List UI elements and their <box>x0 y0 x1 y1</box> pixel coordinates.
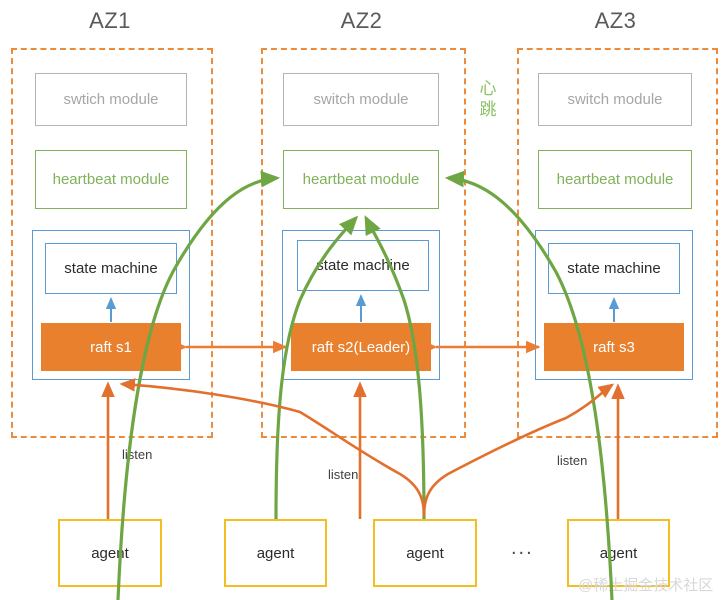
listen-label-2: listen <box>328 467 359 482</box>
state-machine-az1: state machine <box>45 243 177 294</box>
agent-box-2: agent <box>224 519 327 587</box>
heartbeat-module-az3: heartbeat module <box>538 150 692 209</box>
state-machine-az2: state machine <box>297 240 429 291</box>
switch-module-az1: swtich module <box>35 73 187 126</box>
heartbeat-module-az1: heartbeat module <box>35 150 187 209</box>
agent-ellipsis: ... <box>511 537 534 559</box>
raft-node-s3: raft s3 <box>544 323 684 371</box>
az-title-az3: AZ3 <box>594 8 637 33</box>
az-title-az2: AZ2 <box>340 8 383 33</box>
switch-module-az3: switch module <box>538 73 692 126</box>
switch-module-az2: switch module <box>283 73 439 126</box>
agent-box-1: agent <box>58 519 162 587</box>
raft-node-s2-leader: raft s2(Leader) <box>291 323 431 371</box>
listen-label-3: listen <box>557 453 588 468</box>
watermark: @稀土掘金技术社区 <box>578 577 714 594</box>
heartbeat-chinese-label: 心跳 <box>479 79 497 119</box>
az-title-az1: AZ1 <box>89 8 131 33</box>
raft-node-s1: raft s1 <box>41 323 181 371</box>
listen-label-1: listen <box>122 447 153 462</box>
agent-box-3: agent <box>373 519 477 587</box>
state-machine-az3: state machine <box>548 243 680 294</box>
heartbeat-module-az2: heartbeat module <box>283 150 439 209</box>
